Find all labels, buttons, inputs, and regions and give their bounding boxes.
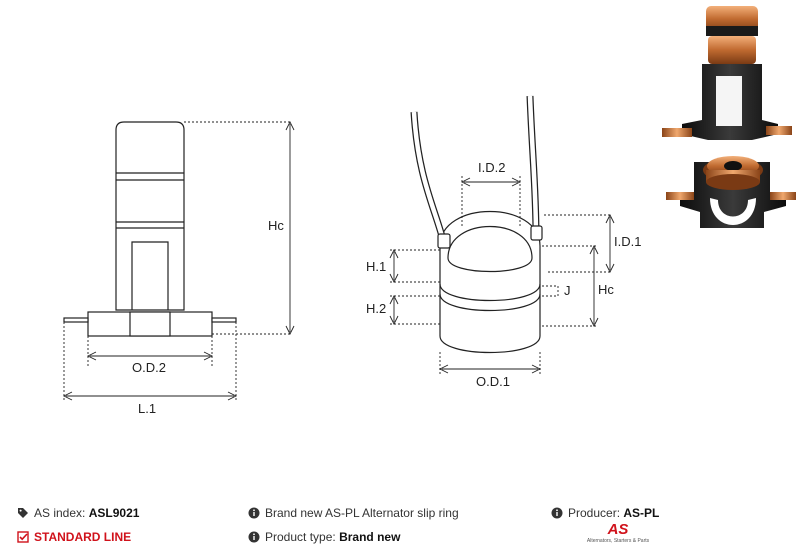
label-hc-left: Hc xyxy=(268,218,284,233)
info-icon xyxy=(551,507,563,519)
product-photo-side xyxy=(662,6,792,140)
label-j: J xyxy=(564,283,571,298)
standard-line-row: STANDARD LINE xyxy=(17,530,131,544)
label-l1: L.1 xyxy=(138,401,156,416)
technical-drawing: Hc O.D.2 L.1 xyxy=(62,6,796,416)
label-hc-right: Hc xyxy=(598,282,614,297)
check-square-icon xyxy=(17,531,29,543)
description-row: Brand new AS-PL Alternator slip ring xyxy=(248,506,459,520)
label-h2: H.2 xyxy=(366,301,386,316)
as-pl-logo: AS Alternators, Starters & Parts xyxy=(583,522,653,550)
description-text: Brand new AS-PL Alternator slip ring xyxy=(265,506,459,520)
label-od1: O.D.1 xyxy=(476,374,510,389)
as-index-row: AS index: ASL9021 xyxy=(17,506,139,520)
producer-row: Producer: AS-PL xyxy=(551,506,659,520)
logo-mark: AS xyxy=(607,521,629,538)
label-h1: H.1 xyxy=(366,259,386,274)
label-id1: I.D.1 xyxy=(614,234,641,249)
logo-tagline: Alternators, Starters & Parts xyxy=(586,538,650,544)
as-index-value: ASL9021 xyxy=(88,506,140,520)
info-icon xyxy=(248,531,260,543)
product-photo-top xyxy=(666,156,796,228)
producer-value: AS-PL xyxy=(623,506,660,520)
product-type-row: Product type: Brand new xyxy=(248,530,400,544)
product-type-label: Product type: xyxy=(265,530,336,544)
label-id2: I.D.2 xyxy=(478,160,505,175)
info-icon xyxy=(248,507,260,519)
tag-icon xyxy=(17,507,29,519)
as-index-label: AS index: xyxy=(34,506,86,520)
product-type-value: Brand new xyxy=(339,530,401,544)
right-slip-ring-view xyxy=(389,95,615,374)
left-side-view xyxy=(62,120,295,402)
producer-label: Producer: xyxy=(568,506,621,520)
standard-line-label: STANDARD LINE xyxy=(34,530,132,544)
label-od2: O.D.2 xyxy=(132,360,166,375)
